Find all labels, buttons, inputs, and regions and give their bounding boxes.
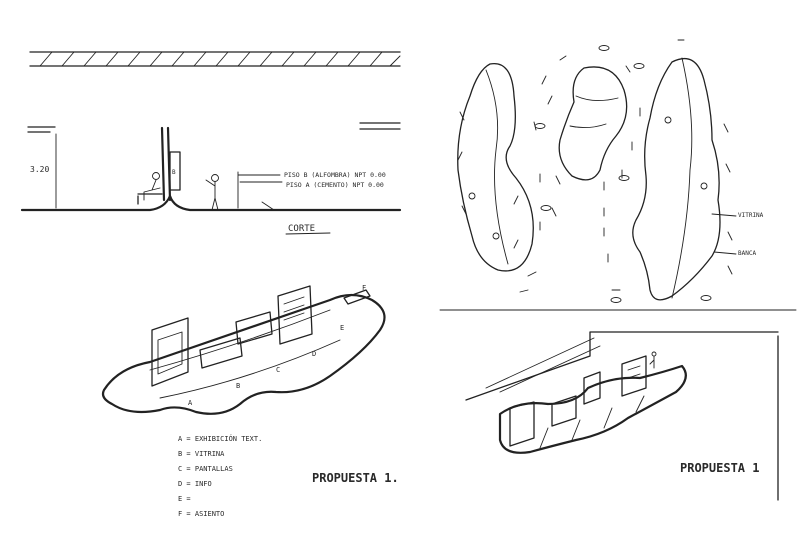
circulation-arrows [457,39,733,293]
central-wall [160,126,172,202]
figure-head [651,351,657,357]
plan-spot-2 [633,63,645,69]
banca-label: BANCA [738,250,756,257]
plan-module-left [457,62,534,272]
module-outline [498,364,687,454]
section-drawing: 3.20 B PISO B (ALFOMBRA) NPT 0.00 PISO A… [20,51,402,235]
plan-drawing: VITRINA BANCA [457,39,764,303]
plan-module-right-marker [700,182,708,190]
floor-a-label: PISO A (CEMENTO) NPT 0.00 [286,181,384,189]
wall-mark-b: B [172,169,176,176]
zone-a-label: A [188,399,193,407]
zone-e-label: E [340,324,344,332]
bench [137,193,163,205]
section-caption: CORTE [288,224,315,234]
room-floor-lines [485,337,601,393]
left-sheet-title: PROPUESTA 1. [312,471,399,485]
legend-item-a: A = EXHIBICIÓN TEXT. [178,434,262,443]
plan-module-left-marker-2 [492,232,500,240]
vitrina-label: VITRINA [738,212,764,219]
panel-a-inner [157,331,183,375]
standing-figure-head [211,174,219,182]
seated-figure-body [143,179,161,201]
legend: A = EXHIBICIÓN TEXT. B = VITRINA C = PAN… [178,434,262,518]
zone-b-label: B [236,382,240,390]
plan-module-left-divider [485,69,509,265]
plan-module-centre [558,66,628,181]
legend-item-e: E = [178,495,191,503]
plan-module-right [632,57,721,301]
info-panel-d [277,285,313,345]
left-perspective-drawing: A B C D E F [101,284,386,415]
legend-item-f: F = ASIENTO [178,510,224,518]
vitrina-panel [169,151,181,191]
level-leaders [237,171,283,211]
module-screen [583,371,601,405]
plan-spot-6 [700,295,712,301]
plan-module-right-marker-2 [664,116,672,124]
plan-module-centre-lines [569,95,619,129]
floor-line [20,194,402,212]
left-wall-mark [27,126,56,133]
vitrina-leader [711,213,737,217]
room-edges [465,331,779,501]
module-panel-a [509,401,535,447]
height-label: 3.20 [30,165,49,174]
legend-item-c: C = PANTALLAS [178,465,233,473]
right-wall-mark [359,122,401,130]
right-sheet-title: PROPUESTA 1 [680,461,759,475]
standing-figure-body [205,179,219,211]
zone-d-label: D [312,350,316,358]
ceiling-hatch [39,51,401,67]
plan-spot-3 [534,123,546,129]
module-info-lines [627,365,641,379]
zone-f-label: F [362,284,366,292]
figure-body [649,355,655,369]
seat-f [343,289,371,305]
module-vitrina [551,395,577,427]
zone-c-label: C [276,366,280,374]
screens-c [235,311,273,345]
panel-a [151,317,189,387]
seated-figure-head [152,172,160,180]
info-panel-lines [283,296,305,321]
floor-outline [101,293,386,415]
banca-leader [713,251,737,255]
plan-spot-7 [618,175,630,181]
plan-spot-1 [598,45,610,51]
floor-b-label: PISO B (ALFOMBRA) NPT 0.00 [284,171,386,179]
plan-spot-5 [610,297,622,303]
plan-module-right-divider [671,57,693,299]
legend-item-b: B = VITRINA [178,450,225,458]
plan-module-left-marker [468,192,476,200]
vitrina-b [199,337,243,369]
legend-item-d: D = INFO [178,480,212,488]
module-floor-divisions [539,395,645,449]
right-perspective-drawing [465,331,779,501]
module-info [621,355,647,397]
section-caption-underline [285,232,331,235]
plan-spot-4 [540,205,552,211]
